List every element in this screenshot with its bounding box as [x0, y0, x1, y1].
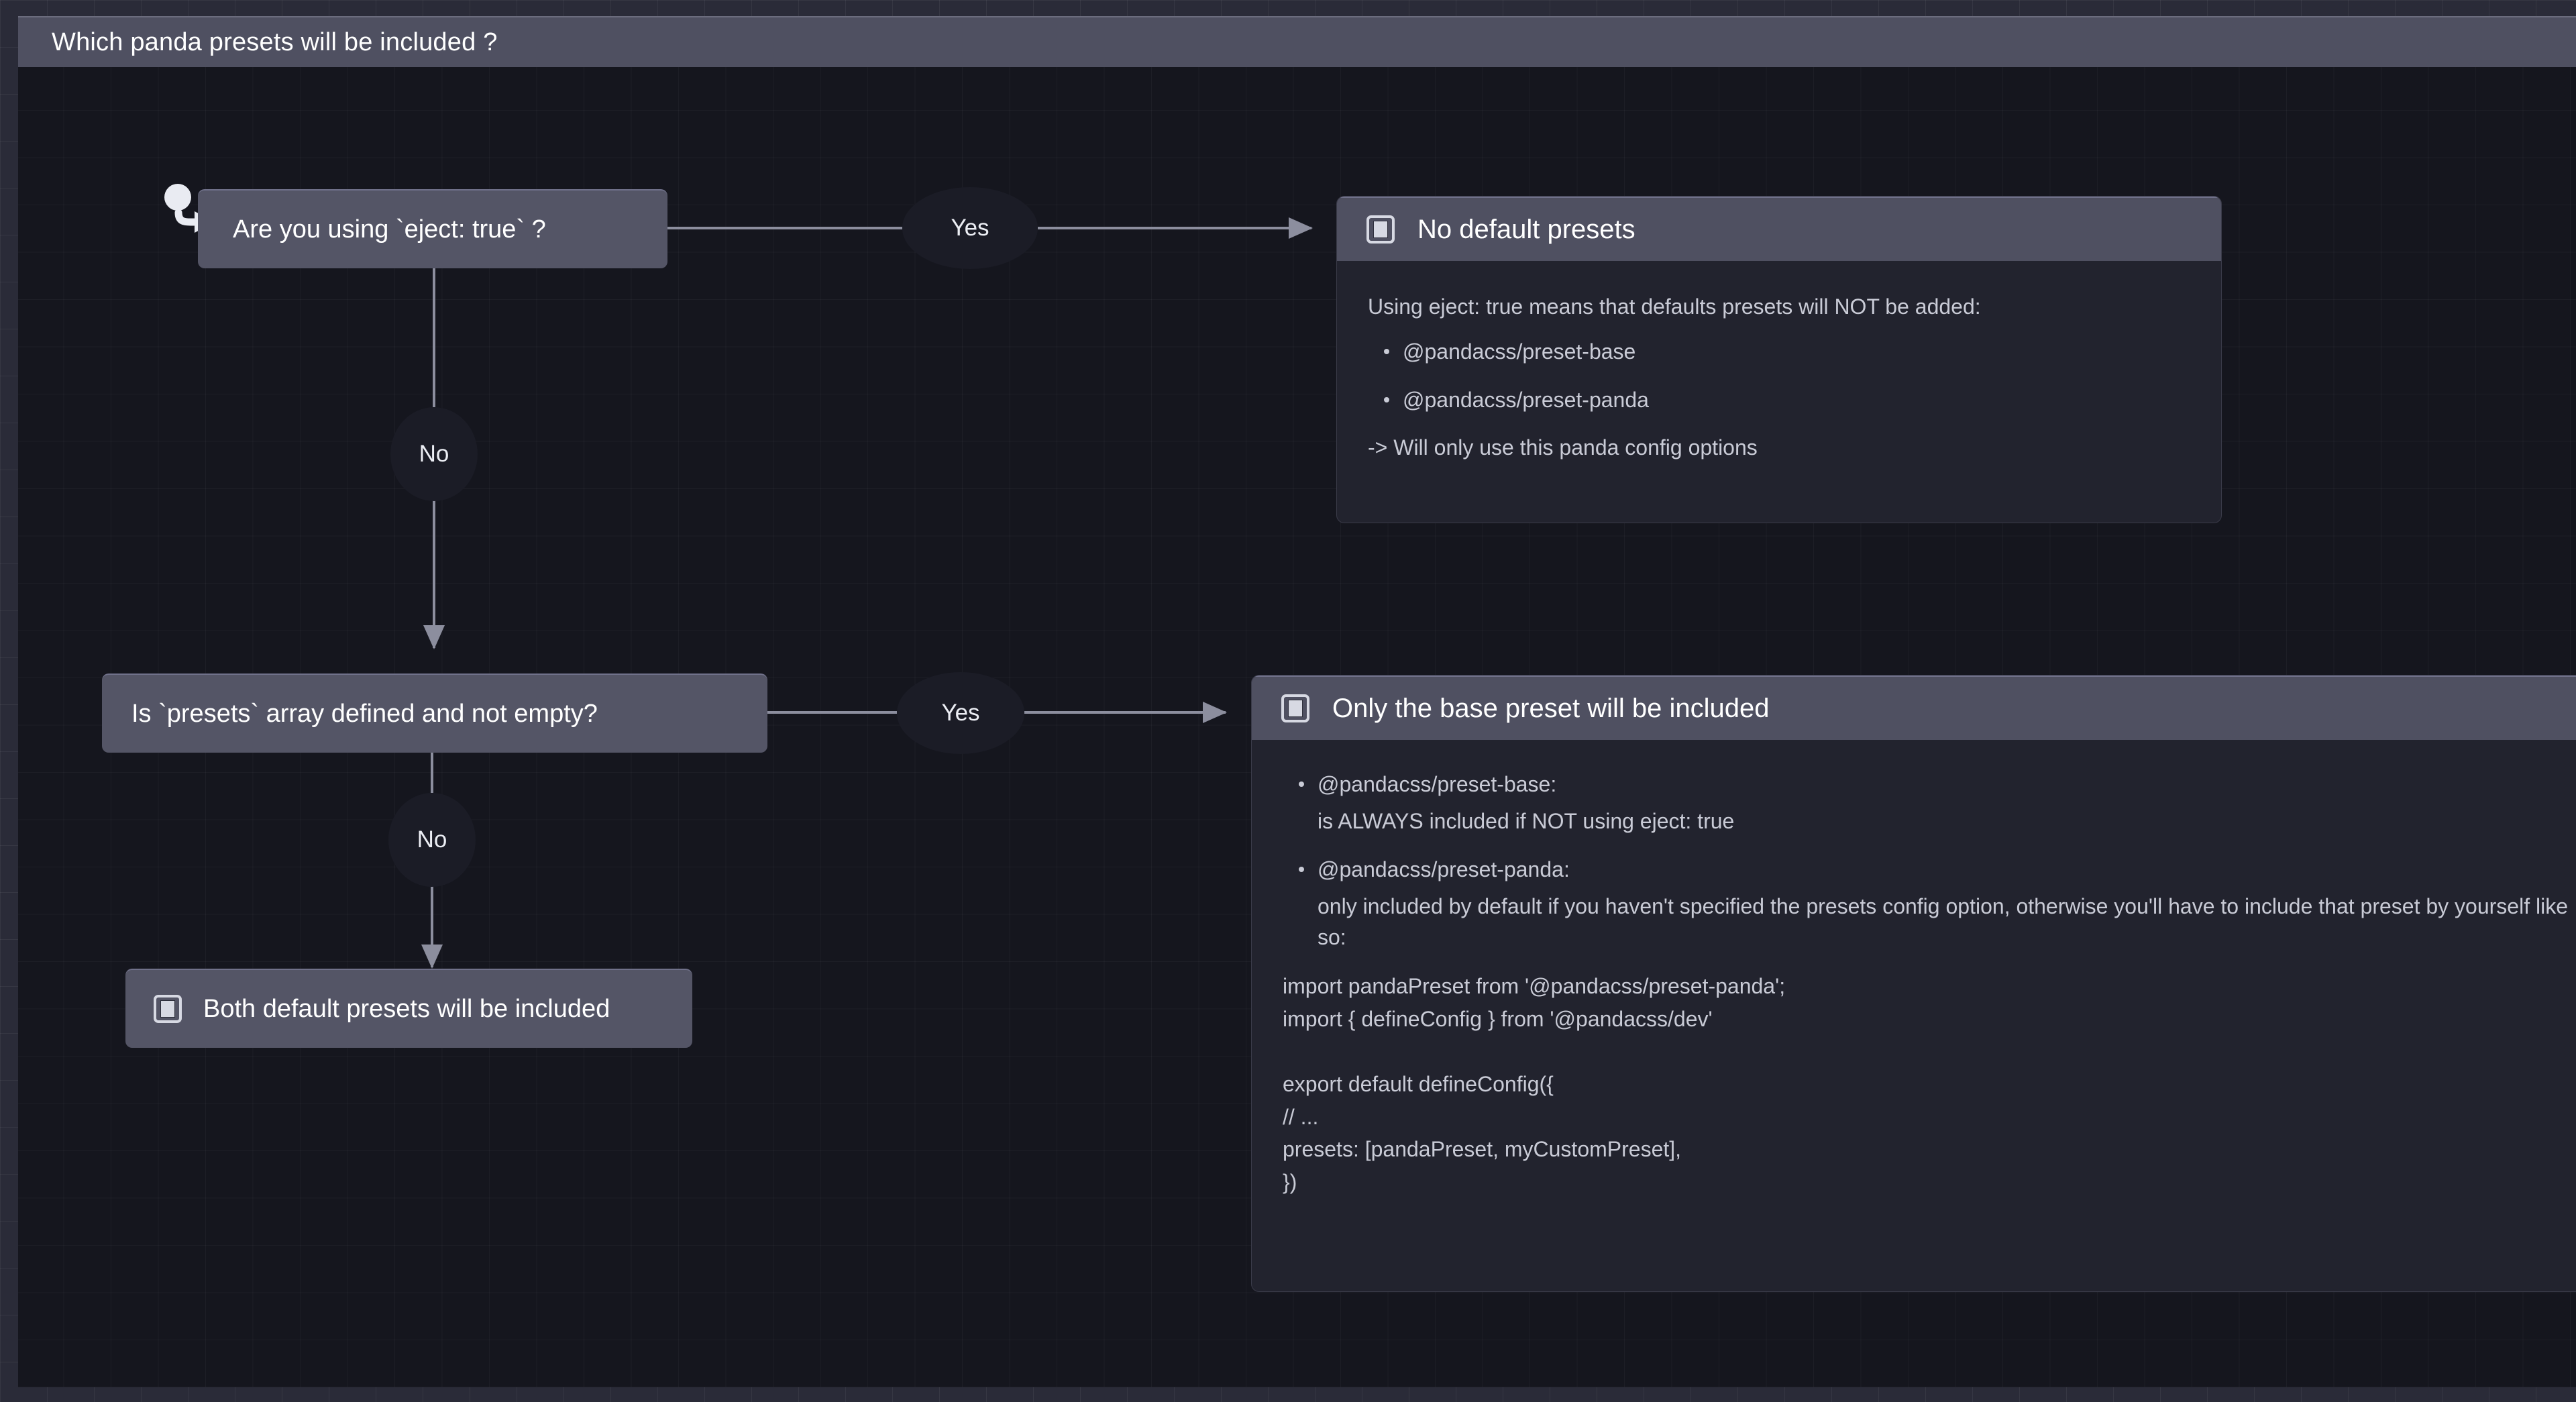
list-item-desc: is ALWAYS included if NOT using eject: t… [1318, 809, 1735, 834]
list-item-desc: only included by default if you haven't … [1318, 894, 2568, 949]
list-item: @pandacss/preset-base [1384, 337, 2190, 367]
list-item-term: @pandacss/preset-base: [1318, 772, 1557, 796]
note-icon [154, 995, 182, 1023]
decision-node-presets[interactable]: Is `presets` array defined and not empty… [102, 673, 767, 753]
card-only-base-preset-title: Only the base preset will be included [1332, 693, 1770, 723]
card-no-default-presets-header: No default presets [1337, 197, 2221, 261]
code-block: import pandaPreset from '@pandacss/prese… [1283, 974, 1786, 1194]
terminal-node-both-presets[interactable]: Both default presets will be included [125, 969, 692, 1048]
card-bullet-list: @pandacss/preset-base: is ALWAYS include… [1283, 769, 2575, 953]
nodes-layer: Are you using `eject: true` ? Yes No Is … [18, 16, 2576, 1387]
diagram-canvas[interactable]: Which panda presets will be included ? [18, 16, 2576, 1387]
edge-label-eject-yes: Yes [902, 187, 1038, 269]
card-bullet-list: @pandacss/preset-base @pandacss/preset-p… [1368, 337, 2190, 415]
decision-node-eject[interactable]: Are you using `eject: true` ? [198, 189, 667, 268]
list-item-term: @pandacss/preset-panda: [1318, 857, 1570, 881]
decision-node-presets-label: Is `presets` array defined and not empty… [131, 699, 598, 728]
card-only-base-preset[interactable]: Only the base preset will be included @p… [1251, 675, 2576, 1292]
list-item: @pandacss/preset-base: is ALWAYS include… [1299, 769, 2575, 837]
note-icon [1366, 215, 1395, 244]
page-title: Which panda presets will be included ? [52, 28, 498, 56]
list-item: @pandacss/preset-panda: only included by… [1299, 855, 2575, 953]
card-no-default-presets[interactable]: No default presets Using eject: true mea… [1336, 196, 2222, 523]
edge-label-presets-no: No [388, 793, 476, 887]
card-footer-text: -> Will only use this panda config optio… [1368, 435, 1758, 460]
note-icon [1281, 694, 1309, 722]
list-item: @pandacss/preset-panda [1384, 385, 2190, 415]
edge-label-presets-yes: Yes [897, 672, 1024, 754]
card-intro-text: Using eject: true means that defaults pr… [1368, 294, 1981, 319]
edge-label-eject-no: No [390, 407, 478, 501]
card-only-base-preset-body: @pandacss/preset-base: is ALWAYS include… [1252, 740, 2576, 1219]
card-only-base-preset-header: Only the base preset will be included [1252, 676, 2576, 740]
card-no-default-presets-title: No default presets [1417, 214, 1635, 244]
card-no-default-presets-body: Using eject: true means that defaults pr… [1337, 261, 2221, 486]
diagram-title-bar: Which panda presets will be included ? [18, 16, 2576, 67]
terminal-node-both-presets-label: Both default presets will be included [203, 994, 610, 1023]
decision-node-eject-label: Are you using `eject: true` ? [233, 215, 546, 244]
